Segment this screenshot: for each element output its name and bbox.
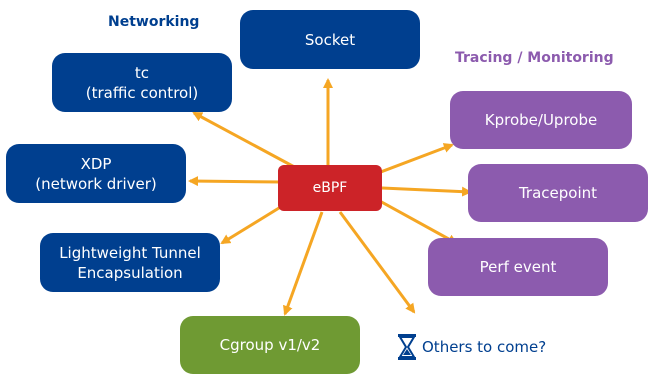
arrow-to-xdp xyxy=(188,176,283,187)
perf-event-label: Perf event xyxy=(479,258,557,276)
lwt-label-line2: Encapsulation xyxy=(77,263,183,282)
lwt-node: Lightweight Tunnel Encapsulation xyxy=(40,233,220,292)
arrow-to-tc xyxy=(192,111,301,172)
kprobe-node: Kprobe/Uprobe xyxy=(450,91,632,149)
socket-label: Socket xyxy=(304,30,356,49)
socket-node: Socket xyxy=(240,10,420,69)
tc-node: tc (traffic control) xyxy=(52,53,232,112)
others-to-come: Others to come? xyxy=(398,334,546,360)
cgroup-node: Cgroup v1/v2 xyxy=(180,316,360,374)
xdp-label-line2: (network driver) xyxy=(35,174,157,193)
arrow-to-tracepoint xyxy=(381,186,472,197)
arrow-to-kprobe xyxy=(377,143,454,175)
ebpf-label: eBPF xyxy=(312,180,348,196)
lwt-label-line1: Lightweight Tunnel xyxy=(59,243,201,262)
xdp-node: XDP (network driver) xyxy=(6,144,186,203)
perf-event-node: Perf event xyxy=(428,238,608,296)
arrow-to-cgroup xyxy=(283,211,324,316)
others-label: Others to come? xyxy=(422,338,547,356)
tc-label-line2: (traffic control) xyxy=(85,83,199,102)
cgroup-label: Cgroup v1/v2 xyxy=(219,336,321,354)
tracepoint-label: Tracepoint xyxy=(518,184,598,202)
category-networking: Networking xyxy=(108,14,200,30)
ebpf-center-node: eBPF xyxy=(278,165,382,211)
tc-label-line1: tc xyxy=(134,63,150,82)
hourglass-icon xyxy=(398,334,422,360)
category-tracing: Tracing / Monitoring xyxy=(455,50,614,66)
kprobe-label: Kprobe/Uprobe xyxy=(484,111,598,129)
xdp-label-line1: XDP xyxy=(80,154,112,173)
arrow-to-perf xyxy=(377,198,458,245)
tracepoint-node: Tracepoint xyxy=(468,164,648,222)
arrow-to-others xyxy=(338,211,416,314)
